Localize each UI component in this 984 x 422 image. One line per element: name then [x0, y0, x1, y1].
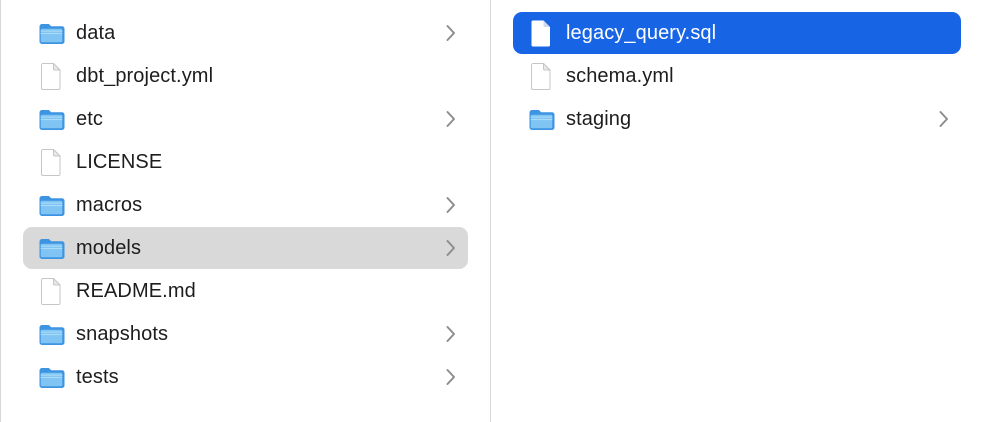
file-row-license[interactable]: LICENSE	[23, 141, 468, 183]
file-label: staging	[566, 107, 632, 130]
folder-icon	[37, 319, 65, 349]
chevron-right-icon	[939, 110, 951, 128]
file-label: snapshots	[76, 322, 169, 345]
file-row-schema-yml[interactable]: schema.yml	[513, 55, 961, 97]
chevron-right-icon	[446, 325, 458, 343]
file-row-tests[interactable]: tests	[23, 356, 468, 398]
document-icon	[527, 18, 555, 48]
document-icon	[527, 61, 555, 91]
chevron-right-icon	[446, 239, 458, 257]
file-row-readme-md[interactable]: README.md	[23, 270, 468, 312]
file-row-dbt-project-yml[interactable]: dbt_project.yml	[23, 55, 468, 97]
folder-icon	[37, 190, 65, 220]
file-label: models	[76, 236, 142, 259]
file-label: LICENSE	[76, 150, 163, 173]
file-row-staging[interactable]: staging	[513, 98, 961, 140]
chevron-right-icon	[446, 196, 458, 214]
document-icon	[37, 276, 65, 306]
folder-icon	[37, 104, 65, 134]
file-row-snapshots[interactable]: snapshots	[23, 313, 468, 355]
folder-icon	[37, 18, 65, 48]
file-label: data	[76, 21, 116, 44]
file-label: etc	[76, 107, 103, 130]
file-row-models[interactable]: models	[23, 227, 468, 269]
folder-icon	[37, 233, 65, 263]
document-icon	[37, 61, 65, 91]
file-row-macros[interactable]: macros	[23, 184, 468, 226]
file-label: dbt_project.yml	[76, 64, 214, 87]
finder-column-right: legacy_query.sql schema.yml staging	[491, 0, 983, 422]
file-label: README.md	[76, 279, 196, 302]
chevron-right-icon	[446, 110, 458, 128]
file-label: schema.yml	[566, 64, 674, 87]
file-row-etc[interactable]: etc	[23, 98, 468, 140]
file-label: macros	[76, 193, 143, 216]
document-icon	[37, 147, 65, 177]
folder-icon	[37, 362, 65, 392]
chevron-right-icon	[446, 368, 458, 386]
file-label: tests	[76, 365, 119, 388]
folder-icon	[527, 104, 555, 134]
file-label: legacy_query.sql	[566, 21, 717, 44]
file-row-data[interactable]: data	[23, 12, 468, 54]
chevron-right-icon	[446, 24, 458, 42]
file-row-legacy-query-sql[interactable]: legacy_query.sql	[513, 12, 961, 54]
